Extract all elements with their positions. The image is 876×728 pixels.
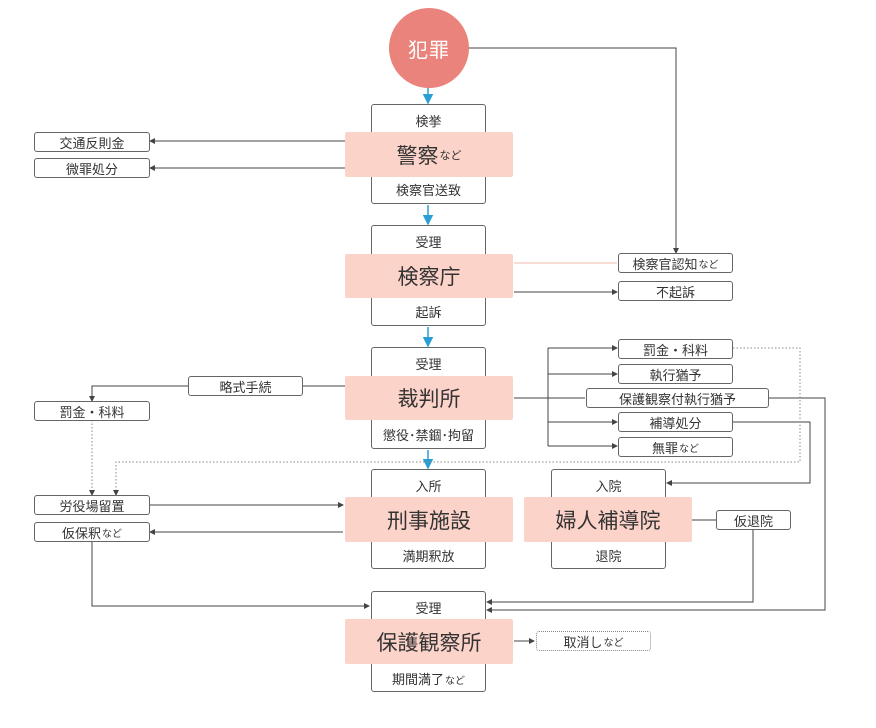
workhouse-box: 労役場留置 (34, 495, 150, 515)
guidance-bottom: 退院 (595, 550, 622, 565)
prosecution-node: 検察庁 (345, 254, 513, 298)
police-bottom: 検察官送致 (395, 184, 461, 199)
minor-offense-box: 微罪処分 (34, 158, 150, 178)
not-guilty-box: 無罪など (618, 437, 733, 457)
crime-node: 犯罪 (389, 8, 469, 88)
provisional-release-box: 仮退院 (716, 510, 791, 530)
summary-procedure-box: 略式手続 (188, 376, 303, 396)
probation-node: 保護観察所 (345, 619, 513, 664)
probation-bottom: 期間満了など (391, 673, 465, 688)
right-fine-box: 罰金・科料 (618, 339, 733, 359)
police-node: 警察など (345, 132, 513, 177)
court-node: 裁判所 (345, 376, 513, 420)
probation-suspended-box: 保護観察付執行猶予 (586, 388, 769, 408)
cancel-box: 取消しなど (536, 631, 651, 651)
prison-bottom: 満期釈放 (402, 550, 455, 565)
guidance-disposal-box: 補導処分 (618, 412, 733, 432)
parole-box: 仮保釈など (34, 522, 150, 542)
guidance-node: 婦人補導院 (524, 497, 692, 542)
recognition-box: 検察官認知など (618, 253, 733, 273)
traffic-fine-box: 交通反則金 (34, 132, 150, 152)
court-bottom: 懲役･禁錮･拘留 (382, 429, 474, 444)
prison-node: 刑事施設 (345, 497, 513, 542)
suspended-box: 執行猶予 (618, 364, 733, 384)
no-indictment-box: 不起訴 (618, 281, 733, 301)
prosecution-bottom: 起訴 (415, 306, 442, 321)
left-fine-box: 罰金・科料 (34, 401, 150, 421)
